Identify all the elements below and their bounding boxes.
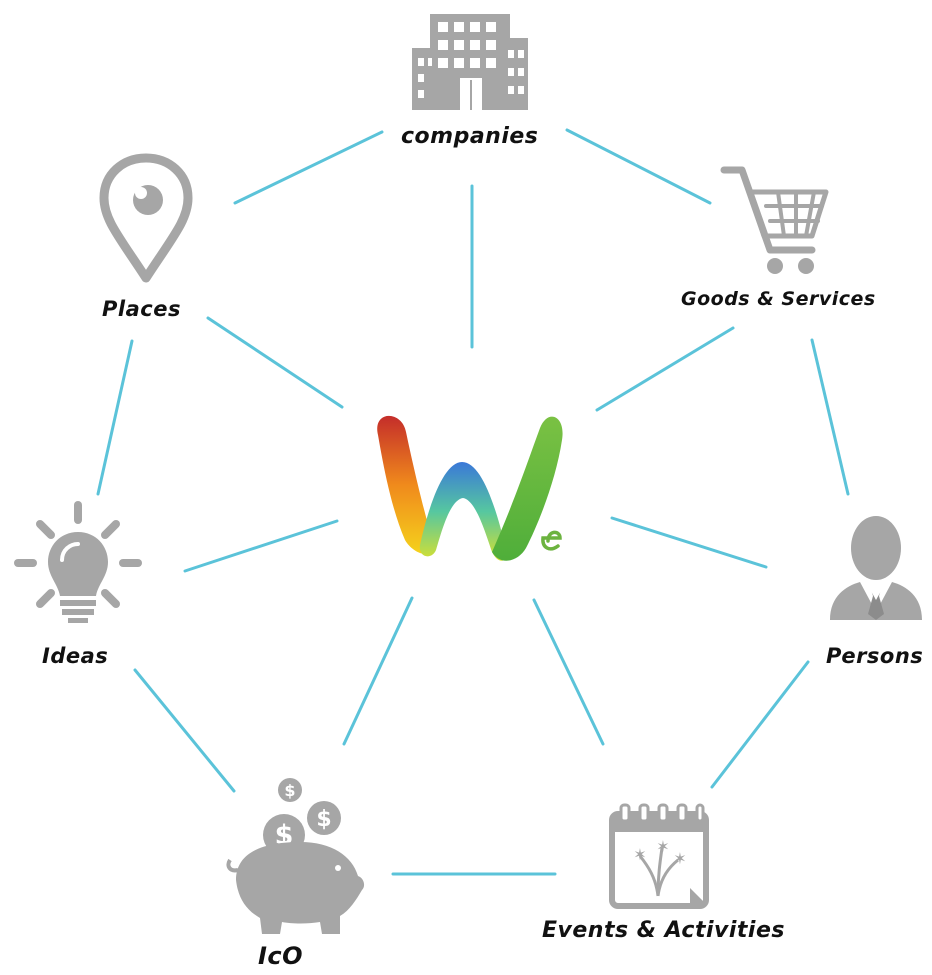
svg-text:✶: ✶: [673, 849, 686, 868]
shopping-cart-icon: [720, 166, 829, 254]
we-logo: [377, 415, 563, 561]
edge-goods-center: [595, 326, 735, 412]
logo-e-letter: [541, 530, 562, 551]
svg-text:$: $: [316, 807, 331, 832]
svg-text:$: $: [284, 781, 295, 800]
label-goods-services: Goods & Services: [681, 288, 876, 310]
edge-persons-events: [710, 660, 810, 789]
edge-companies-places: [233, 130, 384, 205]
map-pin-icon: [99, 153, 193, 283]
label-places: Places: [102, 297, 181, 321]
svg-text:✶: ✶: [633, 845, 646, 864]
piggy-bank-icon: $ $ $: [226, 778, 365, 934]
cart-wheel-left: [767, 258, 783, 274]
building-icon: [412, 14, 528, 110]
lightbulb-icon: [14, 501, 142, 623]
edge-persons-center: [610, 516, 768, 569]
label-events-activities: Events & Activities: [542, 918, 785, 943]
logo-right-stroke: [492, 416, 563, 561]
label-ideas: Ideas: [42, 644, 109, 668]
edge-places-center: [206, 316, 344, 409]
edge-center-ico: [342, 596, 414, 746]
logo-middle-stroke: [419, 462, 508, 561]
edge-companies-goods: [565, 128, 712, 205]
connectors: [96, 128, 850, 876]
label-persons: Persons: [826, 644, 924, 668]
edge-ideas-ico: [133, 668, 236, 793]
svg-text:✶: ✶: [656, 837, 669, 856]
edge-goods-persons: [810, 338, 850, 496]
calendar-fireworks-icon: ✶ ✶ ✶: [609, 803, 709, 909]
logo-left-stroke: [377, 415, 436, 554]
edge-places-ideas: [96, 339, 134, 496]
edge-ideas-center: [183, 519, 339, 573]
businessman-icon: [830, 516, 922, 620]
cart-wheel-right: [798, 258, 814, 274]
label-ico: IcO: [258, 942, 304, 970]
edge-center-events: [532, 598, 605, 746]
label-companies: companies: [401, 124, 539, 149]
